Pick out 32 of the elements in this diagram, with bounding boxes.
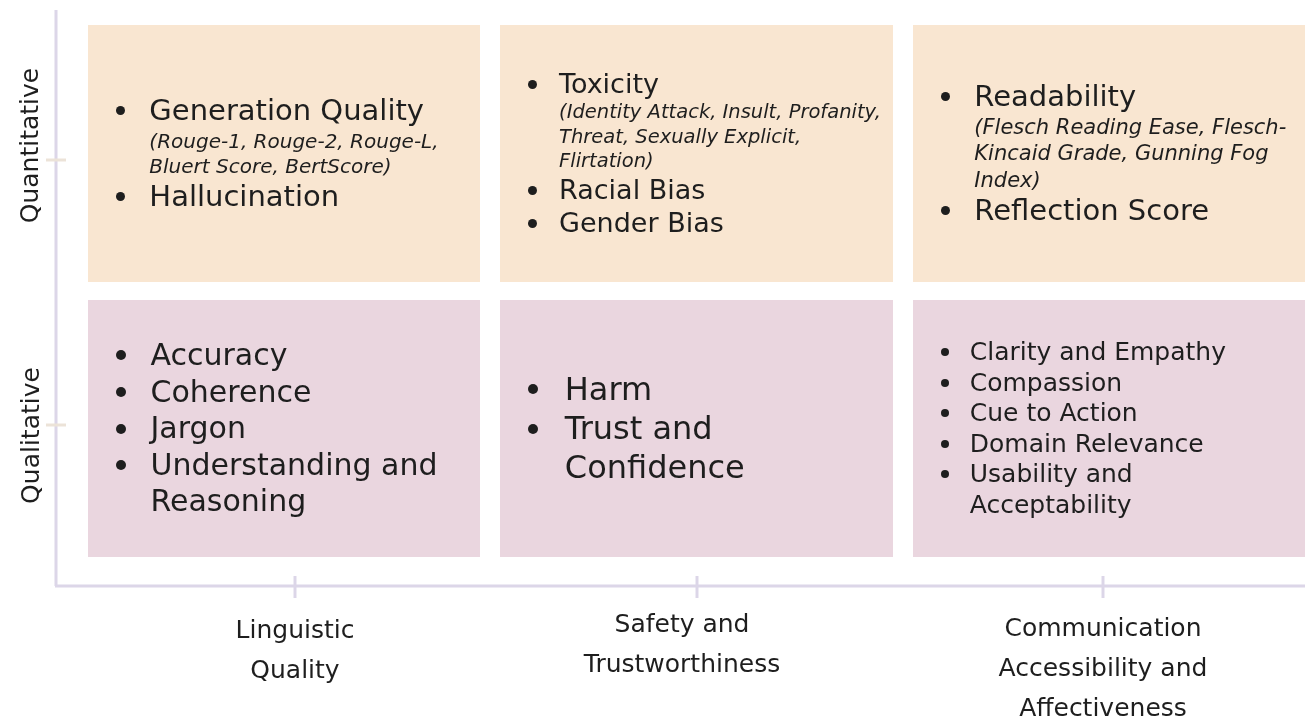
category-label: Linguistic Quality [234,614,356,686]
list-item: Clarity and Empathy [969,337,1226,368]
metric-examples: (Identity Attack, Insult, Profanity, Threat, Sexually Explicit, Flirtation) [559,100,882,174]
category-box [500,25,893,282]
list-item: Understanding and Reasoning [150,446,439,520]
category-label: Communication Accessibility and Affectiveness [997,612,1209,722]
axis-label: Quantitative [15,67,45,223]
list-item: Gender Bias [559,206,724,240]
list-item: Jargon [150,410,246,447]
category-label: Safety and Trustworthiness [582,608,782,680]
list-item: Compassion [969,367,1123,398]
metric-examples: (Rouge-1, Rouge-2, Rouge-L, Bluert Score, BertScore) [149,128,440,179]
list-item: Readability [974,78,1137,115]
list-item: Racial Bias [559,173,706,207]
list-item: Cue to Action [969,398,1138,429]
category-box [913,25,1305,282]
list-item: Hallucination [149,178,340,214]
list-item: Accuracy [150,337,288,374]
category-box [913,300,1305,557]
category-box [500,300,893,557]
axis-label: Qualitative [15,366,45,504]
category-box [88,25,480,282]
list-item: Domain Relevance [969,428,1204,459]
list-item: Harm [564,369,653,409]
category-box [88,300,480,557]
list-item: Trust and Confidence [564,409,746,488]
list-item: Reflection Score [974,192,1210,229]
list-item: Toxicity [559,67,660,101]
list-item: Coherence [150,373,312,411]
list-item: Usability and Acceptability [969,459,1134,520]
list-item: Generation Quality [149,93,424,129]
metric-examples: (Flesch Reading Ease, Flesch-Kincaid Grade, Gunning Fog Index) [974,114,1288,193]
